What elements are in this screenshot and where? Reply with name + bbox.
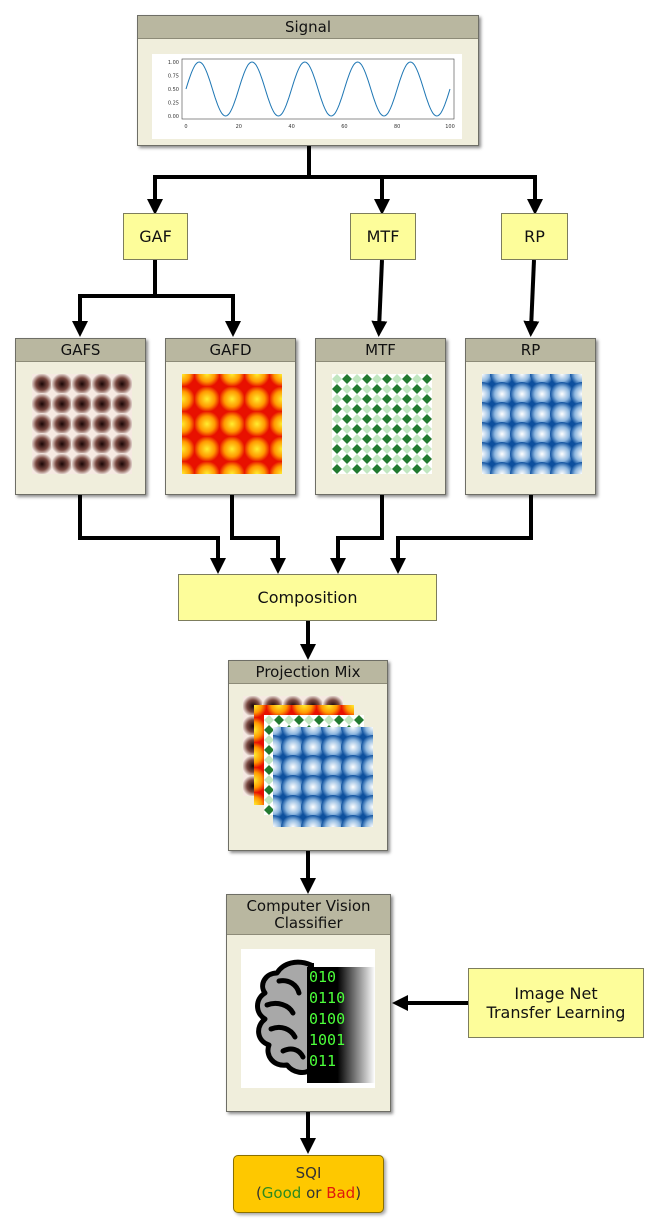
arrow-signal-rp [382,175,543,215]
classifier-panel: Computer Vision Classifier 010 0110 010 [226,894,391,1112]
mix-rp-layer [273,727,373,827]
arrow-signal-mtf [309,175,390,215]
arrow-signal-gaf [147,146,311,215]
signal-title: Signal [138,16,478,39]
mtf-image [332,374,432,474]
gaf-box: GAF [123,213,188,260]
gafs-image [32,374,132,474]
signal-xtick: 60 [341,124,347,130]
gaf-label: GAF [139,227,172,246]
signal-xtick: 40 [288,124,294,130]
signal-xtick: 0 [184,124,187,130]
arrow-mtf-mtf [371,259,388,337]
gafd-panel: GAFD [165,338,296,495]
sqi-result-line: (Good or Bad) [234,1183,383,1203]
sqi-close-paren: ) [355,1184,362,1202]
arrow-gaf-gafs [72,260,157,337]
sqi-bad-label: Bad [326,1184,356,1202]
signal-waveform: 1.00 0.75 0.50 0.25 0.00 0 20 40 60 80 100 [168,58,455,130]
transfer-learning-box: Image Net Transfer Learning [468,968,644,1038]
classifier-title-line2: Classifier [274,914,343,932]
gafs-panel: GAFS [15,338,146,495]
projection-mix-panel: Projection Mix [228,660,388,851]
rp-label: RP [524,227,545,246]
gafd-title: GAFD [166,339,295,362]
binary-code: 010 0110 0100 1001 011 [307,967,375,1083]
sqi-title: SQI [295,1164,322,1182]
rp-image-panel: RP [465,338,596,495]
arrow-gafs-comp [78,495,226,574]
bits-line: 1001 [309,1031,346,1049]
rp-box: RP [501,213,568,260]
arrow-gaf-gafd [155,294,241,337]
bits-line: 0110 [309,989,346,1007]
projection-mix-title: Projection Mix [229,661,387,684]
signal-xtick: 80 [394,124,400,130]
bits-line: 011 [309,1052,337,1070]
sqi-or-label: or [301,1184,327,1202]
sqi-open-paren: ( [255,1184,262,1202]
arrow-gafd-comp [230,495,286,574]
transfer-line1: Image Net [514,984,598,1003]
signal-ytick: 1.00 [168,60,179,66]
transfer-line2: Transfer Learning [486,1003,626,1022]
signal-ytick: 0.00 [168,114,179,120]
signal-line [185,61,451,117]
arrow-rp-rp [523,259,540,337]
mtf-image-panel: MTF [315,338,446,495]
gafd-image [182,374,282,474]
arrow-rp-comp [390,495,533,574]
sqi-output-box: SQI (Good or Bad) [233,1155,384,1213]
signal-plot: 1.00 0.75 0.50 0.25 0.00 0 20 40 60 80 100 [152,54,462,139]
mtf-image-title: MTF [316,339,445,362]
classifier-title-line1: Computer Vision [246,897,371,915]
signal-panel: Signal 1.00 0.75 0.50 0.25 0.00 0 20 40 60 80 100 [137,15,479,146]
sqi-good-label: Good [261,1184,302,1202]
brain-illustration: 010 0110 0100 1001 011 [241,949,375,1088]
bits-line: 0100 [309,1010,346,1028]
composition-label: Composition [257,588,358,607]
rp-image [482,374,582,474]
composition-box: Composition [178,574,437,621]
signal-ytick: 0.50 [168,87,179,93]
signal-xtick: 100 [445,124,455,130]
signal-xtick: 20 [236,124,242,130]
mtf-label: MTF [366,227,400,246]
signal-ytick: 0.75 [168,74,179,80]
bits-line: 010 [309,968,337,986]
gafs-title: GAFS [16,339,145,362]
mtf-box: MTF [350,213,416,260]
signal-ytick: 0.25 [168,101,179,107]
rp-image-title: RP [466,339,595,362]
arrow-mtf-comp [330,495,384,574]
classifier-title: Computer Vision Classifier [227,895,390,935]
